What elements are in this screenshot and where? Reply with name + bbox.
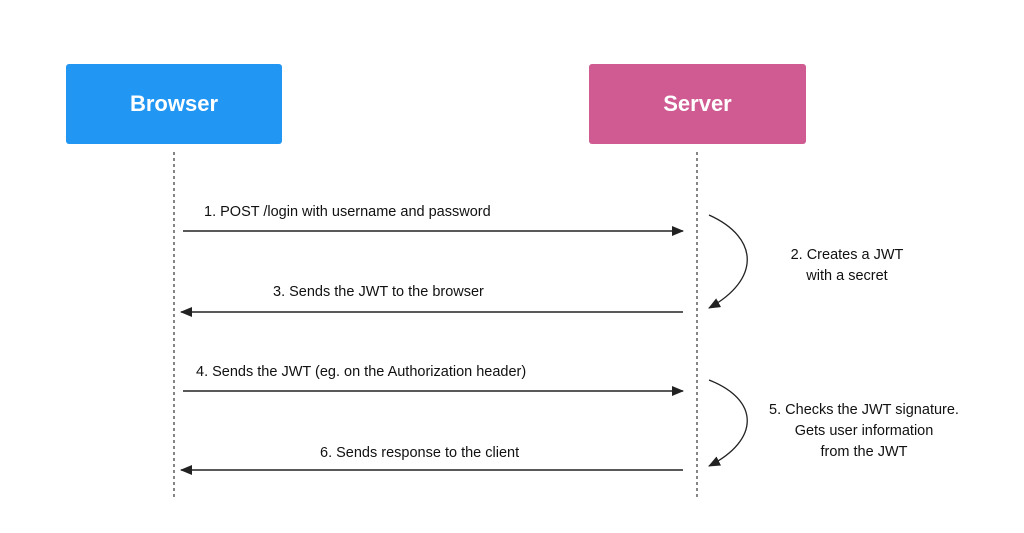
server-note-1-line-2: with a secret [805, 268, 887, 284]
server-note-2-line-2: Gets user information [795, 423, 934, 439]
message-1-label: 1. POST /login with username and passwor… [204, 204, 491, 220]
message-6-label: 6. Sends response to the client [320, 445, 519, 461]
message-3-label: 3. Sends the JWT to the browser [273, 284, 484, 300]
server-note-2-line-3: from the JWT [820, 444, 907, 460]
server-self-arrow-1 [708, 214, 748, 309]
message-4-label: 4. Sends the JWT (eg. on the Authorizati… [196, 364, 526, 380]
server-actor-label: Server [663, 91, 732, 116]
server-self-arrow-2 [708, 379, 748, 467]
browser-actor-label: Browser [129, 91, 219, 116]
server-note-2-line-1: 5. Checks the JWT signature. [769, 402, 959, 418]
browser-actor-box: Browser [66, 64, 282, 144]
server-actor-box: Server [589, 64, 806, 144]
server-note-1-line-1: 2. Creates a JWT [791, 247, 904, 263]
